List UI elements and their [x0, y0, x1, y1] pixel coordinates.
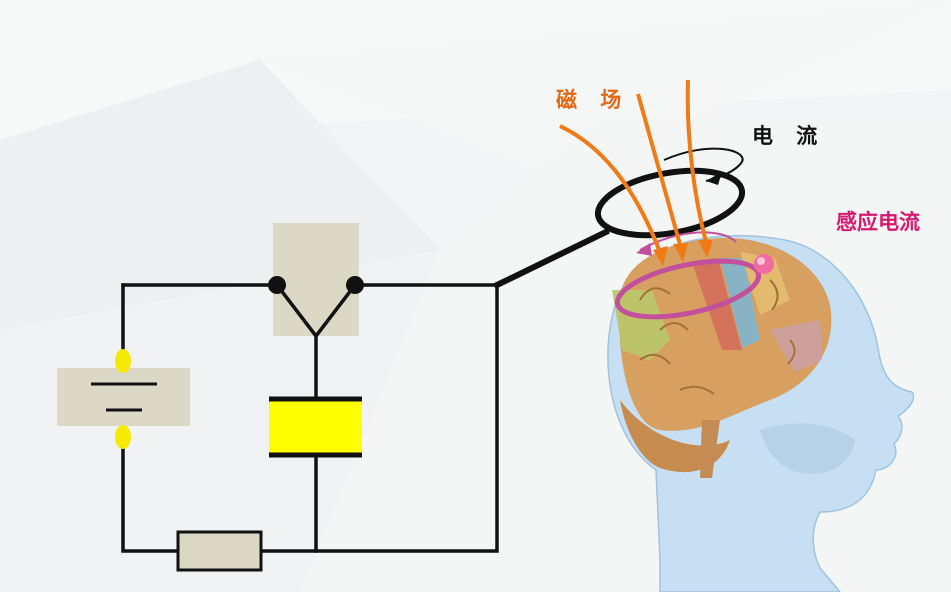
induced-current-loop: [614, 231, 774, 320]
switch-symbol: [268, 223, 364, 338]
battery-symbol: [57, 349, 190, 449]
magnetic-field-arrows: [559, 79, 713, 266]
resistor-symbol: [176, 530, 263, 572]
magnetic-field-label: 磁 场: [556, 87, 630, 112]
current-label: 电 流: [752, 123, 826, 148]
capacitor-symbol: [269, 396, 362, 458]
human-head-brain: [607, 234, 915, 592]
induced-current-label: 感应电流: [836, 209, 920, 234]
